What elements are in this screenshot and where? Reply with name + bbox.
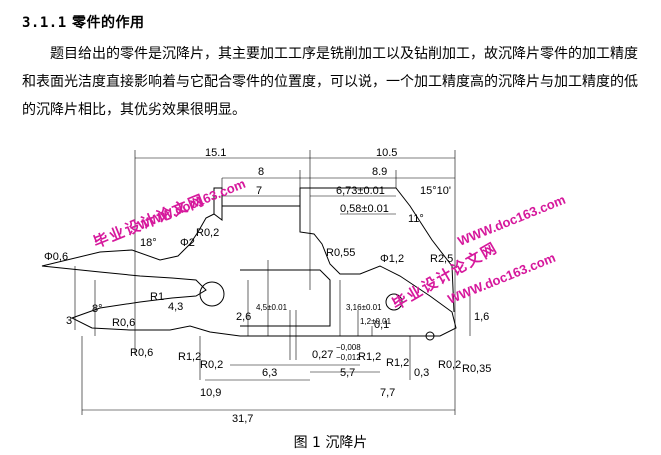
dim-r0-55: R0,55 — [326, 247, 355, 259]
dim-r2-5: R2,5 — [430, 253, 453, 265]
body-paragraph: 题目给出的零件是沉降片，其主要加工工序是铣削加工以及钻削加工，故沉降片零件的加工… — [22, 40, 642, 124]
dim-r1-2-c: R1,2 — [386, 357, 409, 369]
hole-left — [199, 281, 225, 307]
dim-10-9: 10,9 — [200, 387, 221, 399]
dim-r0-6-b: R0,6 — [130, 347, 153, 359]
hole-right — [385, 293, 403, 311]
section-heading: 3.1.1 零件的作用 — [22, 12, 145, 32]
dim-0-58: 0,58±0.01 — [340, 203, 389, 215]
dim-tol-up: −0,008 — [336, 343, 361, 352]
inner-slot — [240, 269, 331, 327]
dim-8-9: 8.9 — [372, 166, 387, 178]
dim-1-2: 1,2±0.01 — [360, 317, 392, 326]
dim-top-right: 10.5 — [376, 147, 397, 159]
dim-r0-2-b: R0,2 — [200, 359, 223, 371]
part-outline — [41, 205, 457, 337]
dim-3: 3 — [66, 315, 72, 327]
dim-15-10: 15°10' — [420, 185, 451, 197]
technical-drawing: 15.1 10.5 8 8.9 7 6,73±0.01 0,58±0.01 15… — [41, 147, 568, 425]
dim-1-6: 1,6 — [474, 311, 489, 323]
dim-phi1-2: Φ1,2 — [380, 253, 404, 265]
figure-caption: 图 1 沉降片 — [293, 435, 368, 451]
dim-8: 8 — [258, 166, 264, 178]
dim-5-7: 5,7 — [340, 367, 355, 379]
hole-small — [425, 331, 435, 341]
dim-7-7: 7,7 — [380, 387, 395, 399]
dim-0-27: 0,27 — [312, 349, 333, 361]
dim-4-3: 4,3 — [168, 301, 183, 313]
dim-r1-2-a: R1,2 — [178, 351, 201, 363]
dim-top-left: 15.1 — [205, 147, 226, 159]
dim-0-3: 0,3 — [414, 367, 429, 379]
dimension-labels: 15.1 10.5 8 8.9 7 6,73±0.01 0,58±0.01 15… — [44, 147, 491, 425]
dim-6-73: 6,73±0.01 — [336, 185, 385, 197]
dim-r1-2-b: R1,2 — [358, 351, 381, 363]
dim-phi2: Φ2 — [180, 237, 195, 249]
dim-11: 11° — [408, 213, 424, 225]
section-title: 零件的作用 — [72, 15, 145, 31]
dim-r1: R1 — [150, 291, 164, 303]
dim-7: 7 — [256, 185, 262, 197]
dim-3-16: 3,16±0.01 — [346, 303, 382, 312]
watermark-site-b: WWW.doc163.com — [456, 192, 568, 249]
dim-2-6: 2,6 — [236, 311, 251, 323]
dim-r0-6-a: R0,6 — [112, 317, 135, 329]
watermark-label-b: 毕业设计论文网 — [389, 238, 501, 313]
paragraph-text: 题目给出的零件是沉降片，其主要加工工序是铣削加工以及钻削加工，故沉降片零件的加工… — [22, 46, 638, 118]
dim-r0-2-a: R0,2 — [196, 227, 219, 239]
dim-0-1: 0,1 — [374, 319, 389, 331]
dim-phi0-6: Φ0,6 — [44, 251, 68, 263]
dim-6-3: 6,3 — [262, 367, 277, 379]
dim-r0-35: R0,35 — [462, 363, 491, 375]
dim-18: 18° — [140, 237, 157, 249]
dim-31-7: 31,7 — [232, 413, 253, 425]
dim-r0-2-c: R0,2 — [438, 359, 461, 371]
section-number: 3.1.1 — [22, 15, 67, 31]
dim-8deg: 8° — [92, 303, 103, 315]
dim-tol-dn: −0,012 — [336, 353, 361, 362]
dim-4-5: 4,5±0.01 — [256, 303, 288, 312]
